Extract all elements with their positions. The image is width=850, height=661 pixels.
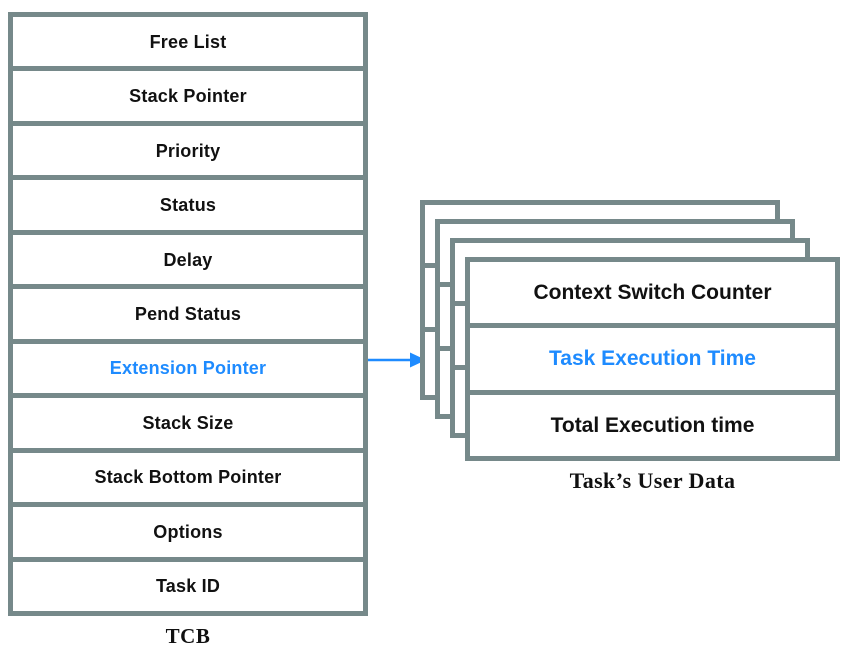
tcb-row[interactable]: Stack Size [13,398,363,453]
task-user-data-card: Context Switch Counter Task Execution Ti… [465,257,840,461]
tcb-row[interactable]: Stack Pointer [13,71,363,126]
tcb-field-label: Options [153,521,223,542]
tcb-row[interactable]: Task ID [13,561,363,611]
user-data-field-label-highlighted: Task Execution Time [549,347,756,371]
user-data-field-label: Context Switch Counter [533,281,772,305]
tcb-table: Free List Stack Pointer Priority Status … [8,12,368,616]
tcb-row[interactable]: Priority [13,125,363,181]
tcb-field-label: Priority [155,140,221,161]
tcb-group: Free List Stack Pointer Priority Status … [8,12,368,648]
tcb-field-label-highlighted: Extension Pointer [109,358,267,379]
tcb-row[interactable]: Stack Bottom Pointer [13,452,363,508]
user-data-row[interactable]: Context Switch Counter [470,262,835,329]
arrow-head [410,352,426,368]
tcb-row[interactable]: Free List [13,17,363,72]
tcb-field-label: Pend Status [134,303,242,324]
user-data-row[interactable]: Total Execution time [470,394,835,456]
tcb-field-label: Stack Size [142,412,234,433]
tcb-row[interactable]: Status [13,180,363,235]
arrow-connector-icon [368,352,426,368]
tcb-field-label: Delay [163,249,213,270]
tcb-field-label: Task ID [155,576,221,597]
tcb-row-extension-pointer[interactable]: Extension Pointer [13,343,363,399]
task-user-data-caption: Task’s User Data [569,468,736,493]
tcb-row[interactable]: Delay [13,234,363,290]
user-data-row-task-execution-time[interactable]: Task Execution Time [470,328,835,395]
task-user-data-group: Context Switch Counter Task Execution Ti… [420,200,840,510]
tcb-row[interactable]: Pend Status [13,289,363,344]
tcb-caption: TCB [165,624,211,648]
tcb-field-label: Stack Pointer [129,86,247,107]
user-data-field-label: Total Execution time [550,413,755,437]
tcb-field-label: Free List [149,31,227,52]
tcb-row[interactable]: Options [13,507,363,562]
tcb-field-label: Status [159,195,217,216]
tcb-field-label: Stack Bottom Pointer [94,467,282,488]
